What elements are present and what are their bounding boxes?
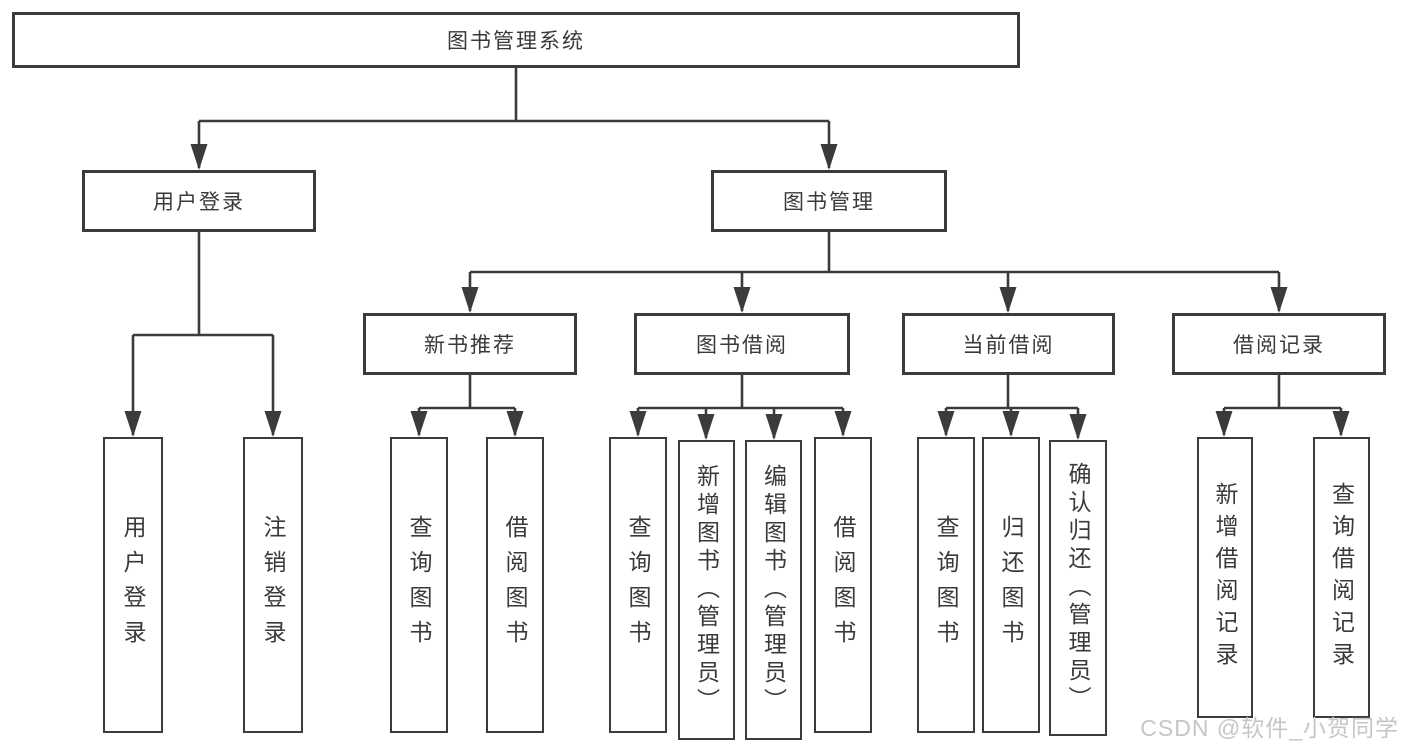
leaf-add-borrow-record: 新增借阅记录 [1197,437,1253,718]
leaf-query-books-3: 查询图书 [917,437,975,733]
node-book-management: 图书管理 [711,170,947,232]
connector-borrow-records-to-leaves [1215,375,1350,437]
connector-book-mgmt-to-level3 [461,232,1288,313]
connector-root-to-level2 [190,68,838,170]
node-new-book-recommend: 新书推荐 [363,313,577,375]
leaf-add-books-admin: 新增图书（管理员） [678,440,735,740]
leaf-query-borrow-record: 查询借阅记录 [1313,437,1370,718]
leaf-confirm-return-admin: 确认归还（管理员） [1049,440,1107,736]
node-current-borrowing: 当前借阅 [902,313,1115,375]
connector-user-login-to-leaves [124,232,282,437]
connector-new-book-to-leaves [410,375,524,437]
leaf-borrow-books-2: 借阅图书 [814,437,872,733]
leaf-borrow-books-1: 借阅图书 [486,437,544,733]
leaf-query-books-1: 查询图书 [390,437,448,733]
connector-book-borrow-to-leaves [629,375,852,440]
connector-current-borrow-to-leaves [937,375,1087,440]
leaf-return-books: 归还图书 [982,437,1040,733]
leaf-edit-books-admin: 编辑图书（管理员） [745,440,802,740]
node-user-login: 用户登录 [82,170,316,232]
node-borrowing-records: 借阅记录 [1172,313,1386,375]
node-book-management-system: 图书管理系统 [12,12,1020,68]
csdn-watermark: CSDN @软件_小贺同学 [1140,715,1399,741]
node-book-borrowing: 图书借阅 [634,313,850,375]
leaf-logout: 注销登录 [243,437,303,733]
leaf-user-login: 用户登录 [103,437,163,733]
leaf-query-books-2: 查询图书 [609,437,667,733]
